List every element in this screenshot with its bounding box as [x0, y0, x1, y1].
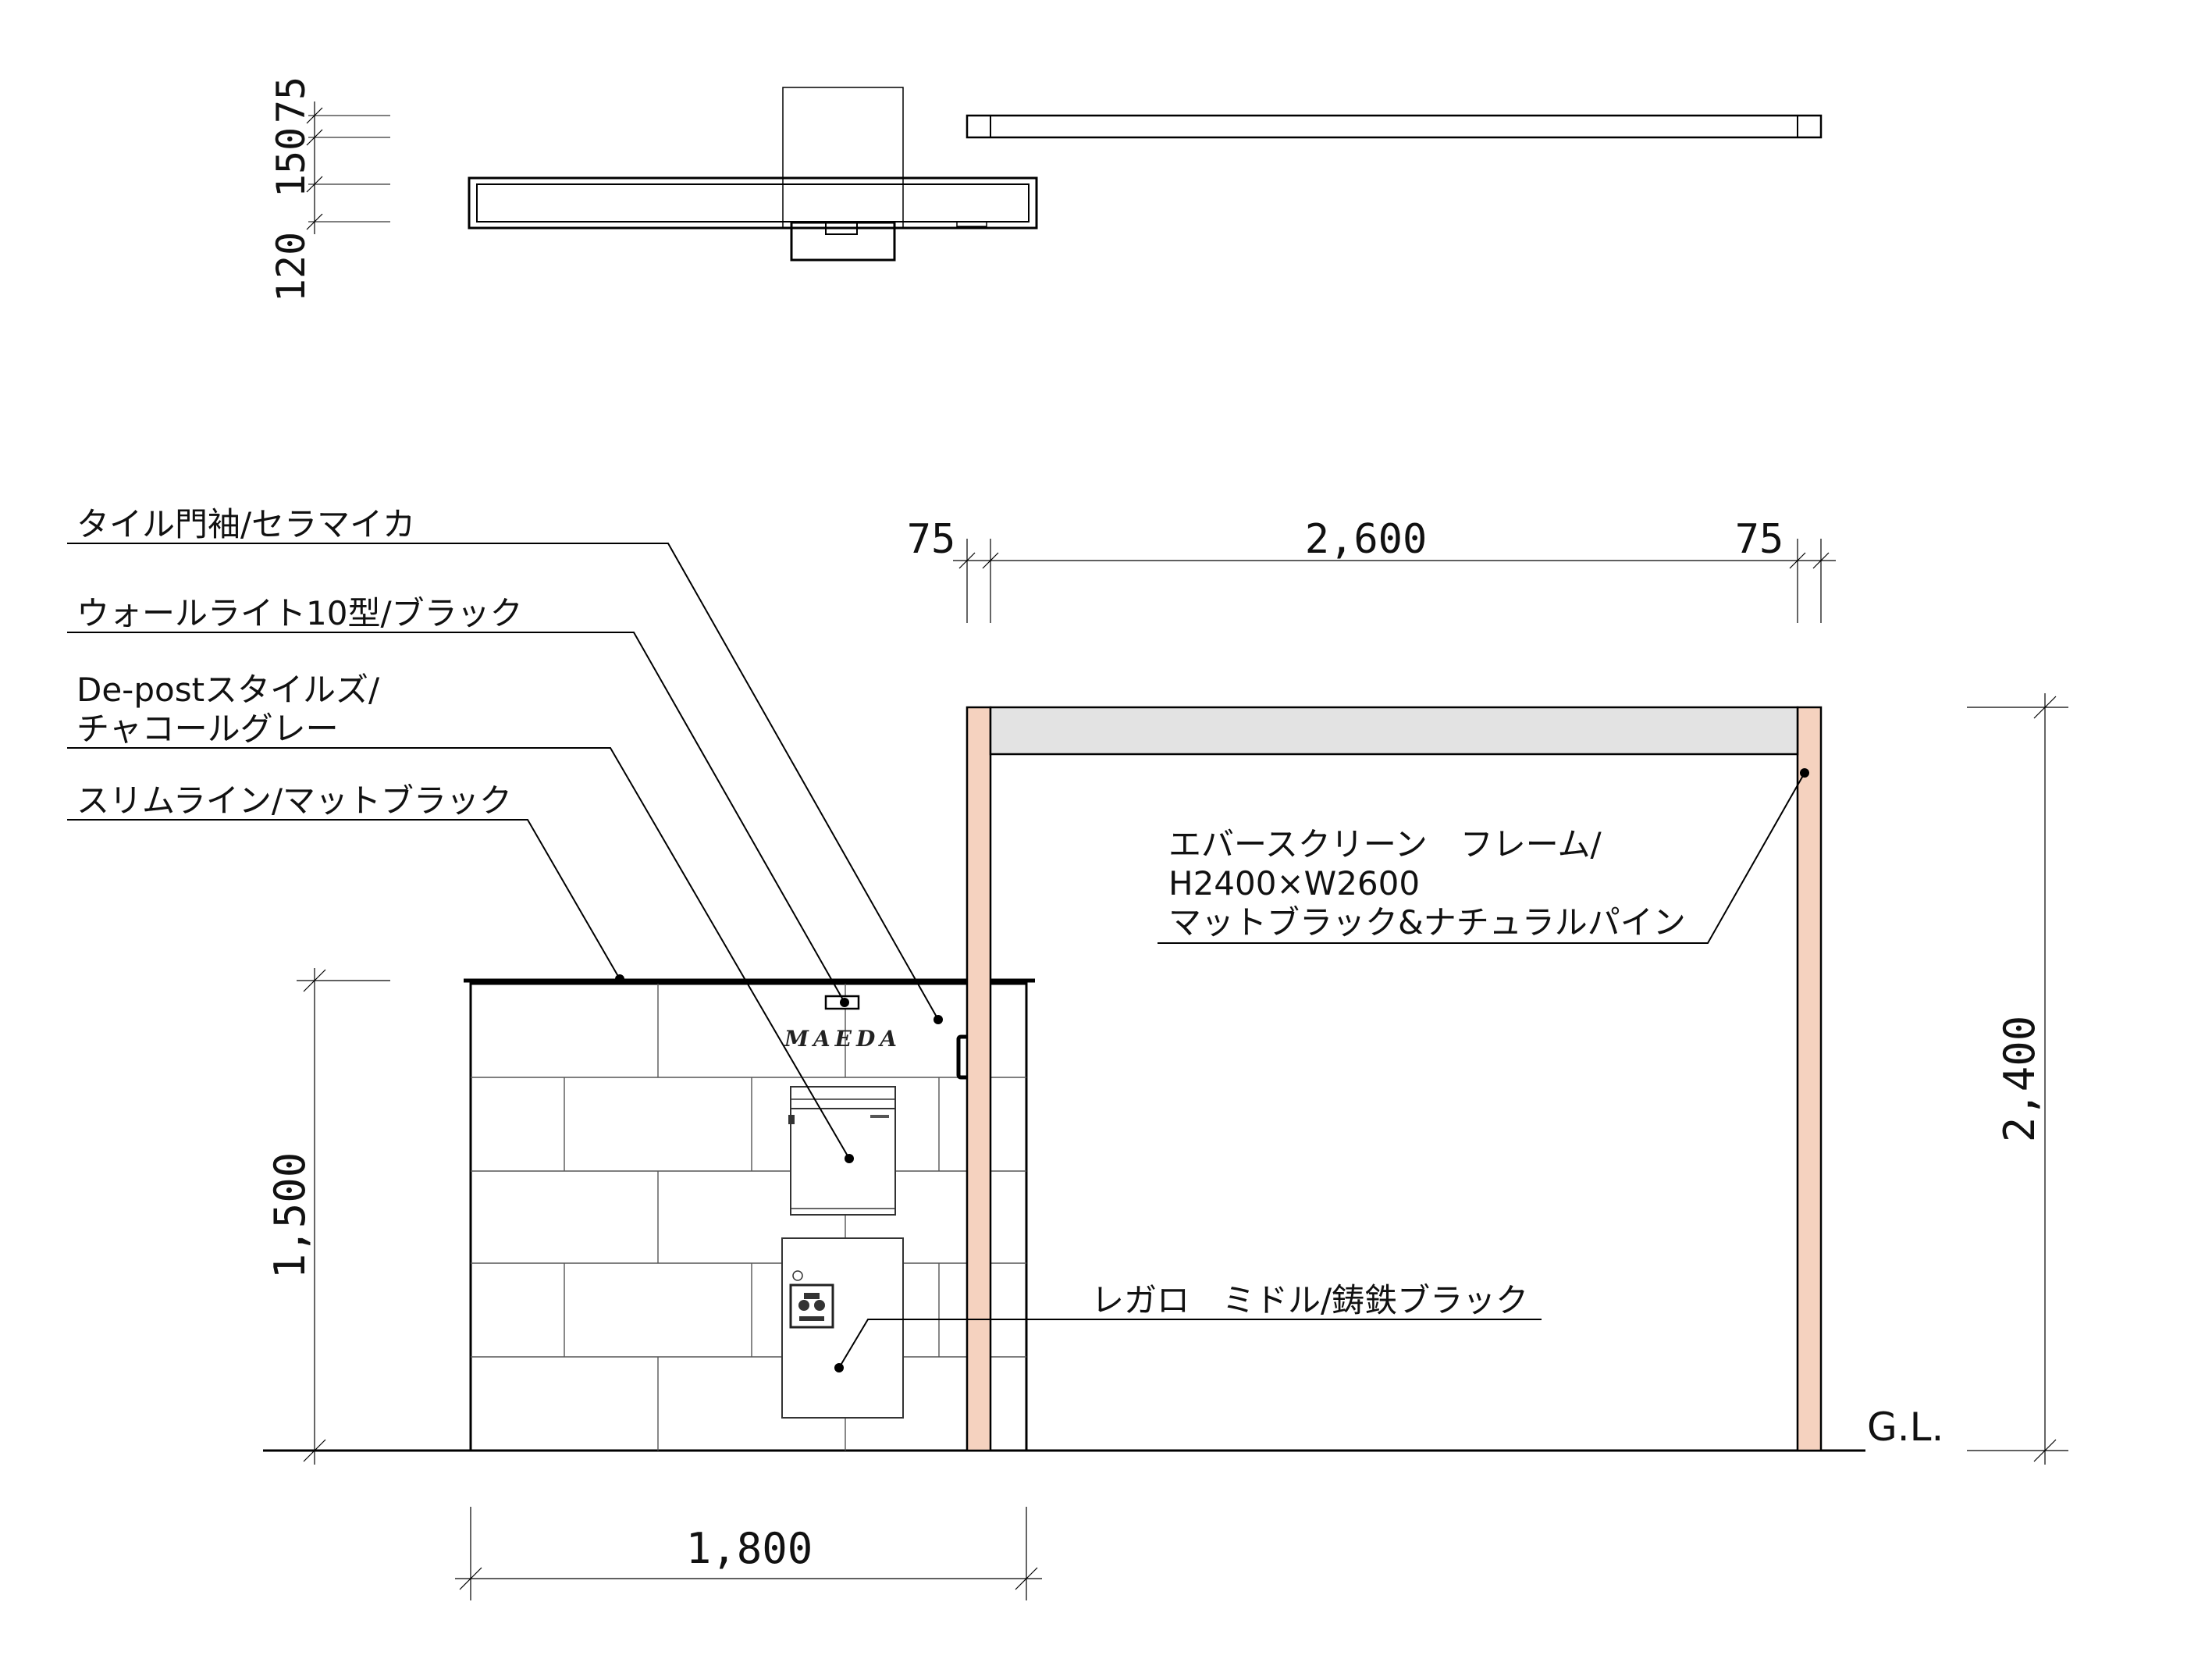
plan-view: 75 150 120 [268, 77, 1823, 302]
callout-tile: タイル門袖/セラマイカ [76, 505, 415, 543]
plan-dim-tick [306, 107, 323, 124]
de-post [788, 1086, 896, 1216]
leader-dot-wall-light [840, 998, 849, 1007]
dim-width-bottom: 1,800 [686, 1524, 813, 1573]
plan-dim-75: 75 [268, 77, 314, 123]
leader-dot-post [845, 1154, 854, 1163]
left-height-dimension [297, 968, 390, 1465]
callout-slimline: スリムライン/マットブラック [76, 781, 512, 820]
elevation-view: G.L. MAEDA [263, 516, 2068, 1600]
right-height-dimension [1967, 693, 2068, 1465]
plan-dim-tick [306, 176, 323, 193]
leader-screen [1158, 772, 1805, 944]
callout-post-line2: チャコールグレー [76, 710, 339, 748]
plan-post-slot [825, 222, 858, 235]
screen-post-right [1796, 706, 1823, 1452]
leader-tile [67, 543, 939, 1020]
dim-top-center: 2,600 [1305, 516, 1428, 563]
leader-dot-tile [934, 1015, 943, 1024]
plan-dim-tick [306, 213, 323, 230]
tile-grid [471, 984, 1026, 1451]
plan-dim-150: 150 [268, 127, 314, 198]
leader-post [67, 747, 850, 1159]
callout-screen-line3: マットブラック&ナチュラルパイン [1168, 903, 1686, 942]
callouts: タイル門袖/セラマイカ ウォールライト10型/ブラック De-postスタイルズ… [67, 505, 1809, 1372]
plan-wall-inner [476, 183, 1030, 223]
leader-slimline [67, 819, 621, 980]
gl-label: G.L. [1867, 1404, 1944, 1450]
dim-height-right: 2,400 [1995, 1016, 2044, 1143]
screen-beam [989, 706, 1799, 756]
plan-post-outline [782, 87, 904, 229]
plan-dim-tick [306, 129, 323, 146]
screen-post-left [966, 706, 992, 1452]
top-dimension [953, 539, 1836, 623]
callout-wall-light: ウォールライト10型/ブラック [76, 594, 523, 632]
leader-wall-light [67, 632, 845, 1003]
bottom-width-dimension [455, 1507, 1042, 1600]
nameplate: MAEDA [784, 1026, 902, 1052]
callout-screen-line1: エバースクリーン フレーム/ [1168, 825, 1602, 863]
screen-frame [966, 706, 1823, 1452]
dim-top-right: 75 [1735, 516, 1784, 563]
callout-post-line1: De-postスタイルズ/ [76, 671, 380, 709]
callout-legaro: レガロ ミドル/鋳鉄ブラック [1091, 1281, 1528, 1319]
plan-screen-frame [966, 114, 1823, 139]
plan-light [956, 221, 987, 227]
leader-legaro [838, 1319, 1542, 1369]
tile-wall [469, 982, 1028, 1452]
plan-dim-120: 120 [268, 232, 314, 302]
plan-wall-outer [468, 176, 1038, 230]
leader-dot-legaro [834, 1363, 844, 1372]
leader-dot-slimline [615, 974, 624, 984]
dim-top-left: 75 [907, 516, 956, 563]
callout-screen-line2: H2400×W2600 [1168, 864, 1420, 902]
leader-dot-screen [1800, 768, 1809, 778]
legaro-post [781, 1237, 904, 1419]
dim-height-left: 1,500 [265, 1152, 315, 1280]
